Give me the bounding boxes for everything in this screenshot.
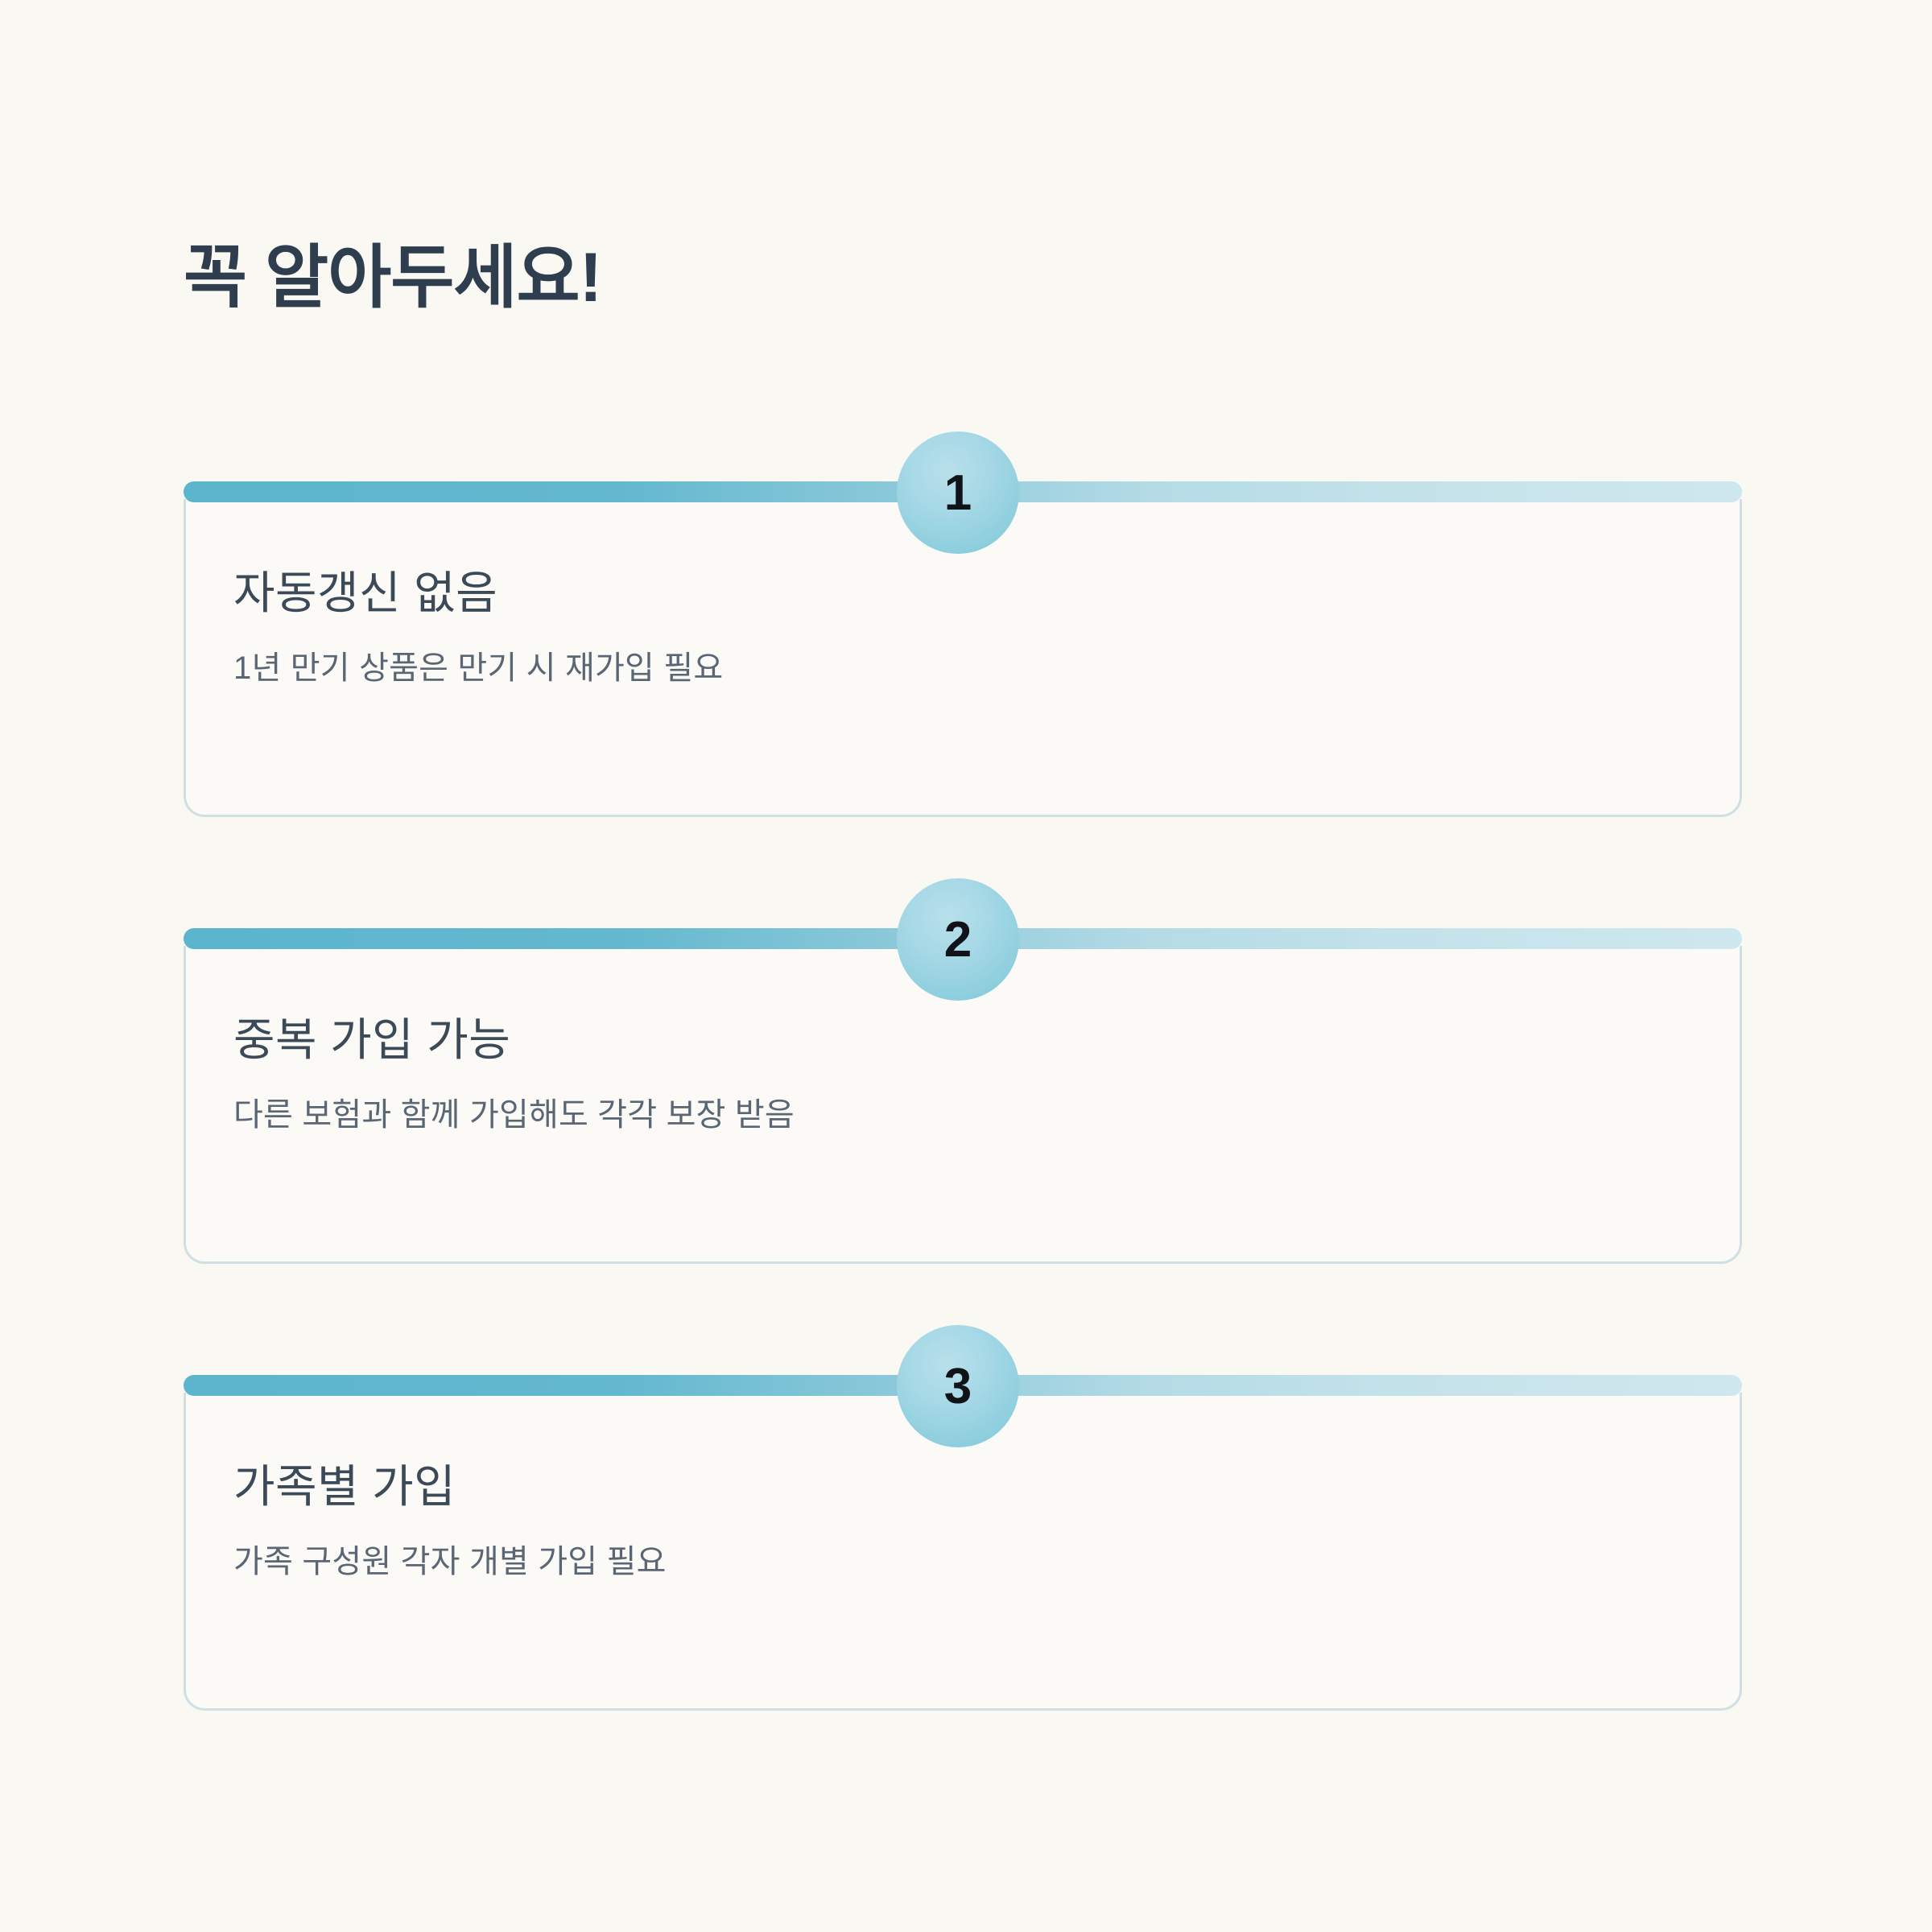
notice-card-text: 중복 가입 가능 다른 보험과 함께 가입해도 각각 보장 받음 [233, 1012, 795, 1137]
notice-card-description: 다른 보험과 함께 가입해도 각각 보장 받음 [233, 1097, 795, 1133]
notice-card-heading: 자동갱신 없음 [233, 568, 498, 618]
notice-card: 1 자동갱신 없음 1년 만기 상품은 만기 시 재가입 필요 [184, 431, 1742, 817]
notice-card: 2 중복 가입 가능 다른 보험과 함께 가입해도 각각 보장 받음 [184, 878, 1742, 1264]
notice-card-description: 1년 만기 상품은 만기 시 재가입 필요 [233, 650, 724, 686]
notice-card-text: 자동갱신 없음 1년 만기 상품은 만기 시 재가입 필요 [233, 565, 723, 691]
notice-card-number-badge: 3 [897, 1325, 1019, 1447]
notice-card-heading: 중복 가입 가능 [233, 1014, 511, 1065]
notice-card-description: 가족 구성원 각자 개별 가입 필요 [233, 1544, 667, 1579]
notice-card-number: 2 [943, 912, 972, 968]
page-title: 꼭 알아두세요! [184, 238, 602, 316]
notice-card-number: 1 [943, 465, 972, 521]
notice-card-heading: 가족별 가입 [233, 1461, 456, 1512]
notice-card-number-badge: 2 [897, 878, 1019, 1001]
notice-card-list: 1 자동갱신 없음 1년 만기 상품은 만기 시 재가입 필요 2 중복 가입 … [184, 431, 1742, 1711]
notice-card-number-badge: 1 [897, 431, 1019, 554]
notice-card-text: 가족별 가입 가족 구성원 각자 개별 가입 필요 [233, 1459, 667, 1584]
notice-card: 3 가족별 가입 가족 구성원 각자 개별 가입 필요 [184, 1325, 1742, 1711]
notice-card-number: 3 [943, 1359, 972, 1414]
